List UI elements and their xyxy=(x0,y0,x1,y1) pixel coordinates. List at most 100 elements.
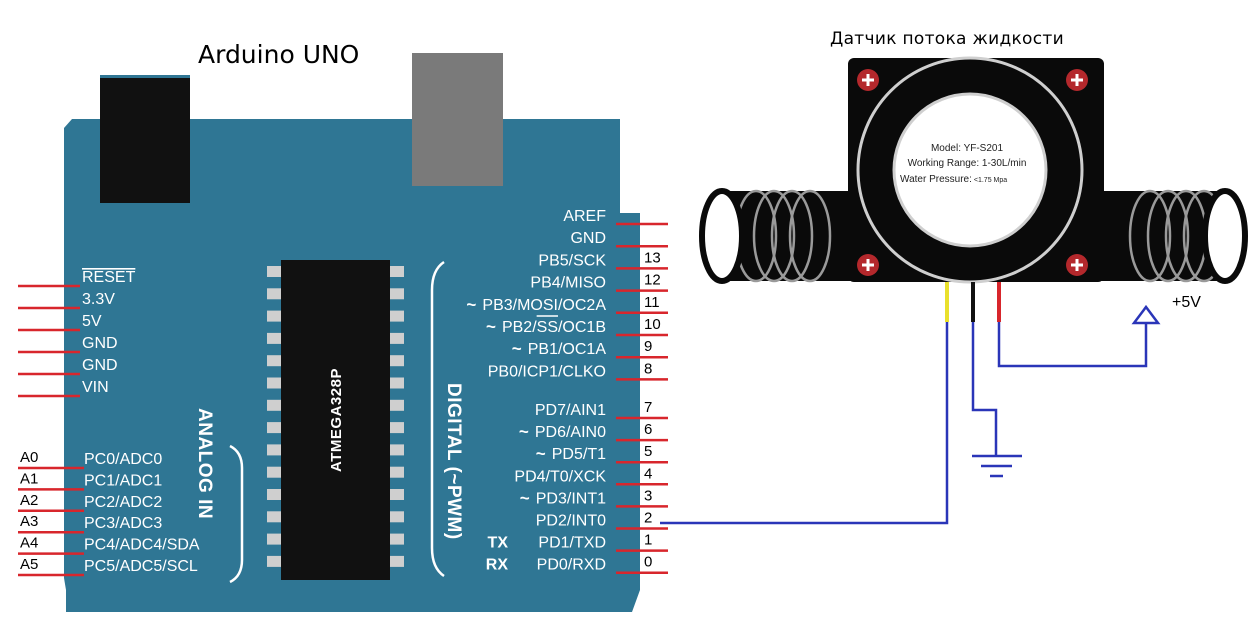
chip-pad xyxy=(390,377,404,389)
digital-pin-number: 2 xyxy=(644,510,652,527)
digital-pin-number: 10 xyxy=(644,316,661,333)
pwm-tilde: ~ xyxy=(466,295,476,314)
sticker-pressure: Water Pressure:<1.75 Mpa xyxy=(900,174,1007,185)
analog-in-label: ANALOG IN xyxy=(194,408,215,519)
pwm-tilde: ~ xyxy=(536,444,546,463)
digital-pin-number: 8 xyxy=(644,360,652,377)
chip-pad xyxy=(390,422,404,434)
digital-pin: PB2/SS/OC1B 10 ~ xyxy=(486,316,668,337)
digital-pin: AREF xyxy=(563,208,668,226)
digital-label: DIGITAL (~PWM) xyxy=(443,383,464,540)
sticker-pressure-label: Water Pressure: xyxy=(900,174,972,185)
sensor-sticker xyxy=(892,92,1048,248)
digital-pin-number: 13 xyxy=(644,249,661,266)
supply-label: +5V xyxy=(1172,294,1201,311)
sticker-model: Model: YF-S201 xyxy=(931,143,1004,154)
digital-pin-number: 6 xyxy=(644,421,652,438)
digital-pin-label: PD5/T1 xyxy=(552,446,606,463)
digital-pin-number: 12 xyxy=(644,272,661,289)
analog-pin-label: PC1/ADC1 xyxy=(84,472,162,489)
flow-sensor: Model: YF-S201 Working Range: 1-30L/min … xyxy=(699,56,1248,284)
digital-pin: PD5/T1 5 ~ xyxy=(536,443,668,464)
digital-pin-label: PB5/SCK xyxy=(538,252,606,269)
tube-opening-left xyxy=(699,188,745,284)
analog-pin-number: A2 xyxy=(20,492,38,509)
ground-wire xyxy=(971,322,998,455)
analog-bracket xyxy=(229,444,244,584)
power-jack xyxy=(100,78,190,203)
power-pin-label: 3.3V xyxy=(82,291,115,308)
power-pin: 3.3V xyxy=(18,291,115,310)
digital-pin-label: PB1/OC1A xyxy=(528,341,607,358)
pwm-tilde: ~ xyxy=(519,422,529,441)
serial-prefix: TX xyxy=(488,535,509,552)
chip-pad xyxy=(390,489,404,500)
chip-pad xyxy=(267,489,281,500)
power-pin: RESET xyxy=(18,269,136,288)
chip-pad xyxy=(267,511,281,523)
chip-pad xyxy=(267,533,281,545)
digital-pin-number: 1 xyxy=(644,532,652,549)
chip-pad xyxy=(267,377,281,389)
chip-pad xyxy=(267,466,281,478)
pwm-tilde: ~ xyxy=(486,317,496,336)
digital-pin-label: PD4/T0/XCK xyxy=(514,468,606,485)
power-pin: 5V xyxy=(18,313,102,332)
digital-pin-label: PD7/AIN1 xyxy=(535,402,606,419)
digital-pin-label: PB2/SS/OC1B xyxy=(502,319,606,336)
sensor-tube-right xyxy=(1100,188,1248,284)
chip-pad xyxy=(390,466,404,478)
digital-pin: GND xyxy=(570,230,668,248)
sticker-pressure-value: <1.75 Mpa xyxy=(974,177,1007,184)
digital-pin-label: PD0/RXD xyxy=(537,557,606,574)
digital-pin-label: PD3/INT1 xyxy=(536,490,606,507)
digital-pin-label: AREF xyxy=(563,208,606,225)
chip-pad xyxy=(390,511,404,523)
digital-pin-label: GND xyxy=(570,230,606,247)
power-pin-label: 5V xyxy=(82,313,102,330)
chip-pad xyxy=(267,422,281,434)
power-pin-label: VIN xyxy=(82,379,109,396)
tube-opening-right xyxy=(1202,188,1248,284)
digital-pin-number: 11 xyxy=(644,294,660,311)
chip-label: ATMEGA328P xyxy=(328,368,345,472)
digital-pin-number: 9 xyxy=(644,338,652,355)
serial-prefix: RX xyxy=(486,557,509,574)
sensor-tube-left xyxy=(699,188,860,284)
chip-pad xyxy=(390,288,404,300)
digital-pin-label: PB3/MOSI/OC2A xyxy=(482,297,606,314)
digital-pin-number: 5 xyxy=(644,443,652,460)
sticker-range: Working Range: 1-30L/min xyxy=(908,158,1027,169)
chip-pad xyxy=(267,266,281,277)
power-pin-label: GND xyxy=(82,357,118,374)
analog-pin-number: A0 xyxy=(20,449,38,466)
chip-pad xyxy=(267,310,281,322)
power-wire xyxy=(997,322,1148,368)
chip-pad xyxy=(267,332,281,344)
supply-arrow-icon xyxy=(1131,304,1161,325)
digital-pin: PB3/MOSI/OC2A 11 ~ xyxy=(466,294,668,315)
power-pin: GND xyxy=(18,357,118,376)
digital-pin-number: 0 xyxy=(644,554,652,571)
digital-pin: PB5/SCK 13 xyxy=(538,249,668,270)
digital-pin-number: 3 xyxy=(644,487,652,504)
digital-bracket xyxy=(430,260,445,578)
chip-pad xyxy=(267,399,281,411)
power-pin-label: RESET xyxy=(82,269,136,286)
chip-pad xyxy=(390,332,404,344)
chip-pad xyxy=(267,555,281,567)
